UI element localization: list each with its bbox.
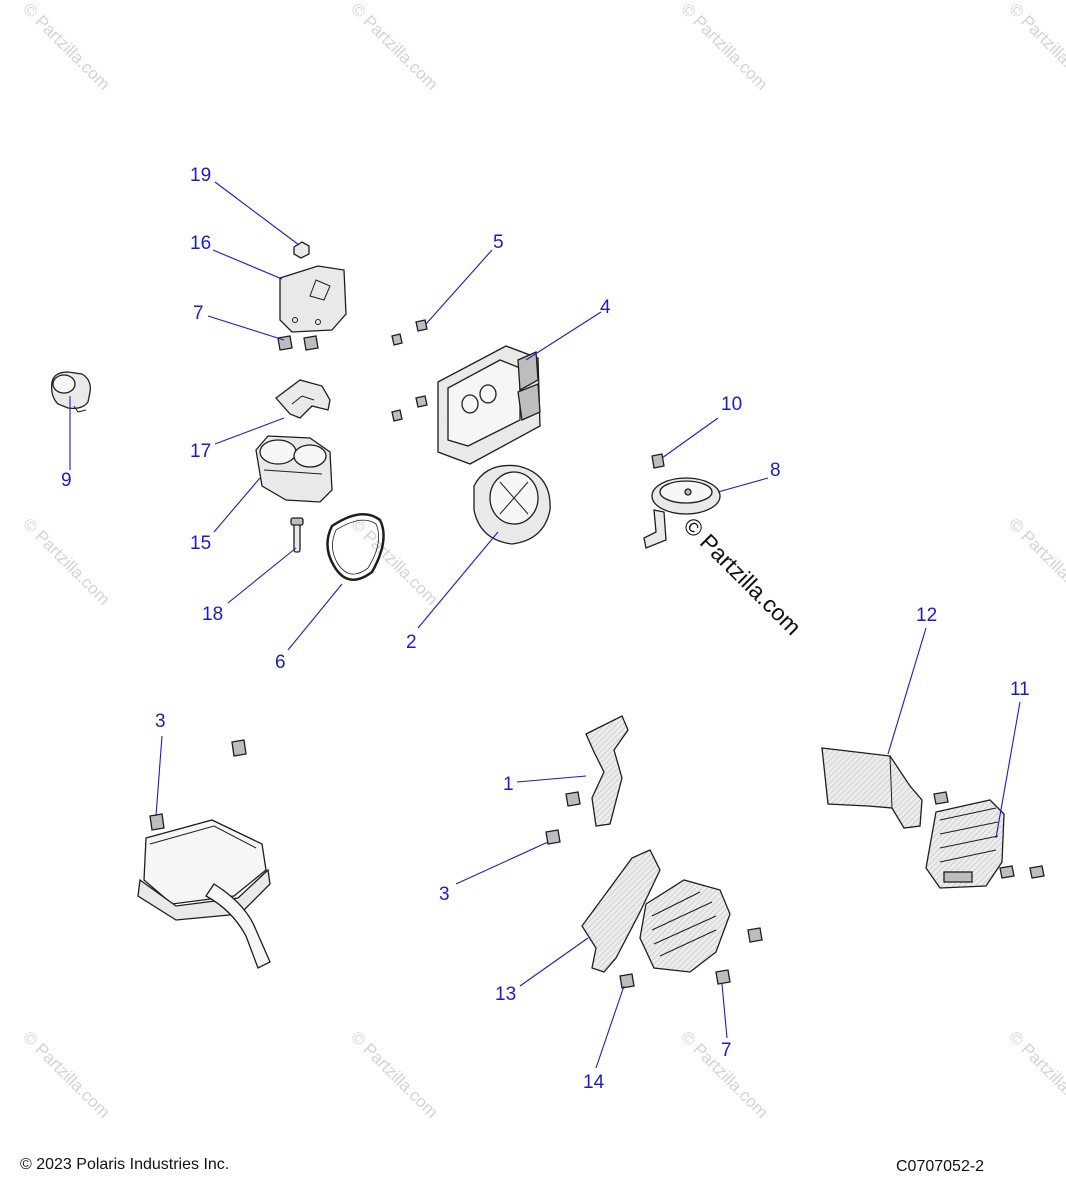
screw-part bbox=[619, 927, 763, 989]
clip-part bbox=[275, 379, 331, 419]
callout-10: 10 bbox=[721, 394, 742, 415]
part-illustrations bbox=[50, 241, 1045, 989]
bracket-part bbox=[279, 265, 347, 333]
watermark-text: © Partzilla.com bbox=[1005, 1027, 1066, 1121]
callout-4: 4 bbox=[600, 297, 611, 318]
callout-3: 3 bbox=[155, 711, 166, 732]
callout-labels: 19 16 7 5 4 9 17 15 18 6 2 10 8 12 11 3 … bbox=[61, 165, 1030, 1093]
watermark-text: © Partzilla.com bbox=[19, 0, 113, 94]
callout-12: 12 bbox=[916, 605, 937, 626]
callout-8: 8 bbox=[770, 460, 781, 481]
nut-part bbox=[293, 241, 310, 259]
watermark-text: © Partzilla.com bbox=[677, 0, 771, 94]
callout-18: 18 bbox=[202, 604, 223, 625]
callout-6: 6 bbox=[275, 652, 286, 673]
horn-part bbox=[643, 477, 721, 549]
ecu-module-part bbox=[437, 345, 541, 465]
screw-part bbox=[277, 335, 319, 351]
bracket-part bbox=[585, 715, 629, 827]
control-module-part bbox=[137, 819, 271, 969]
screw-part bbox=[391, 319, 428, 422]
callout-14: 14 bbox=[583, 1072, 605, 1093]
callout-2: 2 bbox=[406, 632, 417, 653]
screw-part bbox=[149, 739, 581, 845]
bracket-part bbox=[581, 849, 661, 973]
callout-15: 15 bbox=[190, 533, 211, 554]
horn-speaker-part bbox=[473, 464, 551, 545]
watermark-text: © Partzilla.com bbox=[19, 514, 113, 608]
callout-7: 7 bbox=[721, 1040, 732, 1061]
callout-13: 13 bbox=[495, 984, 516, 1005]
callout-17: 17 bbox=[190, 441, 211, 462]
watermark-text: © Partzilla.com bbox=[1005, 0, 1066, 94]
ignition-coil-part bbox=[255, 435, 333, 503]
watermark-text: © Partzilla.com bbox=[347, 514, 441, 608]
long-screw-part bbox=[290, 517, 304, 553]
watermark-text: © Partzilla.com bbox=[347, 1027, 441, 1121]
callout-3: 3 bbox=[439, 884, 450, 905]
mounting-bracket-part bbox=[821, 747, 923, 829]
seal-ring-part bbox=[326, 513, 385, 581]
callout-7: 7 bbox=[193, 303, 204, 324]
callout-11: 11 bbox=[1010, 679, 1030, 700]
watermark-text: © Partzilla.com bbox=[19, 1027, 113, 1121]
relay-part bbox=[50, 371, 91, 413]
screw-part bbox=[651, 453, 665, 469]
callout-16: 16 bbox=[190, 233, 211, 254]
watermark-text: © Partzilla.com bbox=[347, 0, 441, 94]
copyright-text: © 2023 Polaris Industries Inc. bbox=[20, 1156, 230, 1173]
leader-lines bbox=[69, 181, 1021, 1069]
screw-part bbox=[933, 791, 1045, 879]
voltage-regulator-part bbox=[925, 799, 1005, 889]
callout-1: 1 bbox=[503, 774, 514, 795]
voltage-regulator-part bbox=[639, 879, 731, 973]
callout-5: 5 bbox=[493, 232, 504, 253]
watermark-layer: © Partzilla.com © Partzilla.com © Partzi… bbox=[19, 0, 1066, 1122]
watermark-text-prominent: © Partzilla.com bbox=[678, 512, 806, 640]
callout-9: 9 bbox=[61, 470, 72, 491]
callout-19: 19 bbox=[190, 165, 211, 186]
watermark-text: © Partzilla.com bbox=[1005, 514, 1066, 608]
figure-code: C0707052-2 bbox=[896, 1158, 985, 1175]
